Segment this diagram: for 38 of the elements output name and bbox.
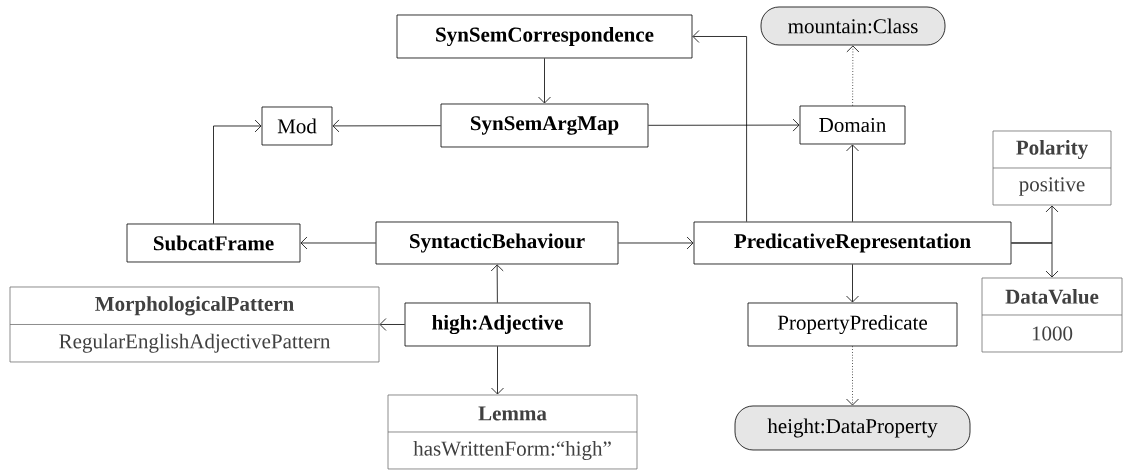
attribute-value: positive	[1019, 177, 1085, 196]
class-box: Domain	[799, 105, 906, 145]
attribute-value: hasWrittenForm:“high”	[413, 440, 611, 461]
arrow	[490, 264, 504, 303]
attribute-value: 1000	[1032, 326, 1073, 341]
arrow	[846, 346, 859, 406]
class-box: SubcatFrame	[126, 223, 301, 263]
arrow	[379, 318, 405, 331]
arrow	[846, 144, 859, 222]
class-box	[387, 394, 638, 470]
class-box: high:Adjective	[404, 302, 591, 347]
class-title: Lemma	[478, 406, 547, 421]
arrow	[846, 264, 859, 303]
rounded-box: height:DataProperty	[734, 405, 971, 451]
arrow	[300, 236, 376, 250]
class-box: PredicativeRepresentation	[693, 221, 1012, 265]
class-box: PropertyPredicate	[747, 302, 958, 347]
class-box: SynSemCorrespondence	[396, 14, 693, 59]
class-box: SynSemArgMap	[440, 103, 649, 148]
class-box: Mod	[261, 106, 333, 146]
rounded-box: mountain:Class	[760, 6, 946, 46]
class-box: SyntacticBehaviour	[375, 221, 619, 265]
class-box	[9, 286, 380, 363]
arrow	[213, 119, 262, 224]
arrow	[332, 119, 441, 133]
arrow	[491, 346, 504, 395]
class-box	[981, 277, 1123, 353]
arrow	[538, 58, 551, 104]
class-title: MorphologicalPattern	[95, 296, 294, 316]
arrow	[692, 30, 747, 222]
arrow	[648, 118, 800, 132]
class-box	[992, 130, 1112, 206]
arrow	[846, 45, 860, 106]
attribute-value: RegularEnglishAdjectivePattern	[59, 333, 331, 353]
arrow	[618, 236, 694, 250]
class-title: DataValue	[1005, 289, 1099, 304]
branching-arrow	[1011, 205, 1059, 278]
class-title: Polarity	[1016, 139, 1088, 160]
